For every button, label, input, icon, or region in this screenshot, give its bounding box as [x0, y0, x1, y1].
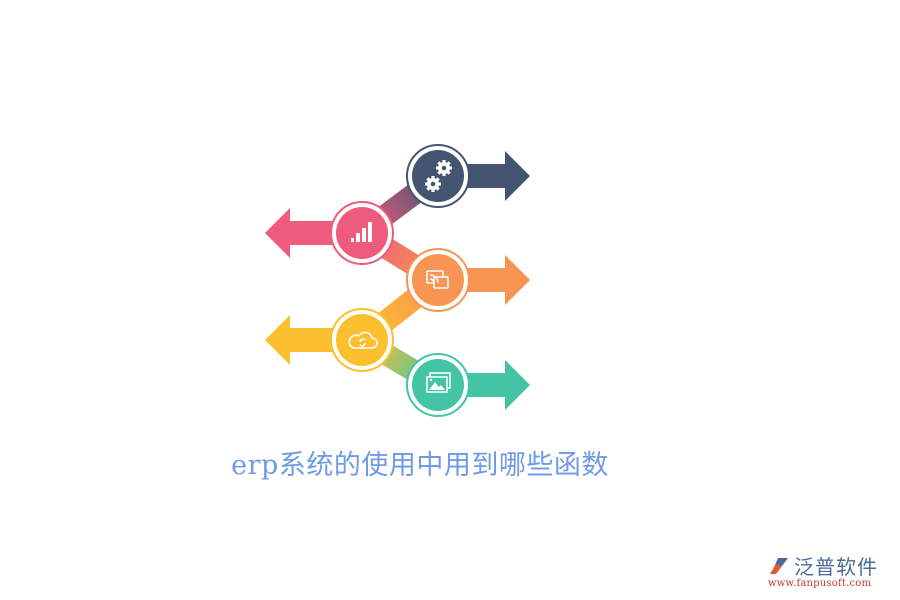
page-title: erp系统的使用中用到哪些函数	[231, 450, 609, 481]
screen-cast-icon	[426, 270, 449, 289]
gears-icon	[425, 160, 452, 192]
node-1	[406, 144, 470, 208]
arrow-5-right	[460, 360, 530, 410]
logo-name: 泛普软件	[794, 554, 878, 579]
arrow-4-left	[265, 315, 340, 365]
logo-url: www.fanpusoft.com	[768, 578, 872, 589]
bar-chart-icon	[351, 222, 372, 242]
image-gallery-icon	[426, 372, 451, 393]
logo-mark-icon	[770, 558, 788, 574]
brand-logo: 泛普软件 www.fanpusoft.com	[768, 553, 894, 595]
node-5	[406, 353, 470, 417]
arrow-3-right	[460, 255, 530, 305]
node-3	[406, 248, 470, 312]
arrow-2-left	[265, 208, 340, 258]
cloud-sync-icon	[348, 331, 378, 349]
node-2	[330, 201, 394, 265]
arrow-1-right	[460, 151, 530, 201]
node-4	[330, 308, 394, 372]
